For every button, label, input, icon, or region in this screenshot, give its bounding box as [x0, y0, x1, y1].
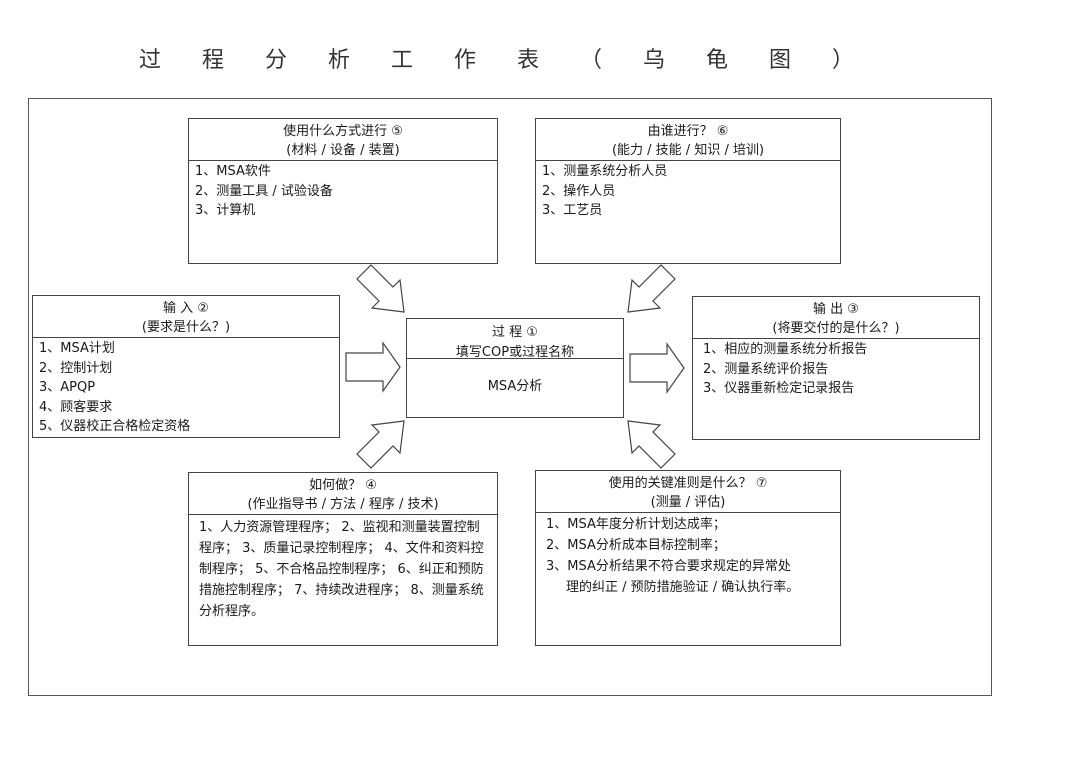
page-title: 过 程 分 析 工 作 表 （ 乌 龟 图 ） [139, 48, 871, 73]
criteria-heading: 使用的关键准则是什么？ ⑦ [608, 476, 768, 491]
who-heading: 由谁进行？ ⑥ [647, 124, 729, 139]
who-box: 由谁进行？ ⑥ (能力 / 技能 / 知识 / 培训) 1、测量系统分析人员 2… [535, 118, 841, 264]
list-item: 5、仪器校正合格检定资格 [39, 419, 191, 434]
method-box: 使用什么方式进行 ⑤ (材料 / 设备 / 装置) 1、MSA软件 2、测量工具… [188, 118, 498, 264]
process-header: 过 程 ① 填写COP或过程名称 [407, 319, 623, 360]
list-item: 3、APQP [39, 380, 96, 395]
how-header: 如何做？ ④ (作业指导书 / 方法 / 程序 / 技术) [189, 473, 497, 515]
criteria-subheading: (测量 / 评估) [650, 495, 726, 510]
list-item: 2、操作人员 [542, 183, 616, 199]
how-text: 1、人力资源管理程序； 2、监视和测量装置控制程序； 3、质量记录控制程序； 4… [199, 520, 484, 619]
process-name: MSA分析 [487, 379, 543, 394]
output-subheading: (将要交付的是什么？) [772, 321, 900, 336]
input-box: 输 入 ② (要求是什么？) 1、MSA计划 2、控制计划 3、APQP 4、顾… [32, 295, 340, 438]
list-item: 1、MSA软件 [195, 164, 271, 179]
criteria-list: 1、MSA年度分析计划达成率； 2、MSA分析成本目标控制率； 3、MSA分析结… [536, 513, 840, 598]
list-item: 1、MSA年度分析计划达成率； [546, 517, 726, 532]
list-item: 1、MSA计划 [39, 341, 115, 356]
list-item: 4、顾客要求 [39, 399, 113, 415]
output-heading: 输 出 ③ [813, 302, 859, 317]
process-box: 过 程 ① 填写COP或过程名称 MSA分析 [406, 318, 624, 418]
list-item: 2、测量系统评价报告 [703, 361, 829, 377]
list-item: 2、MSA分析成本目标控制率； [546, 538, 726, 553]
input-header: 输 入 ② (要求是什么？) [33, 296, 339, 338]
criteria-header: 使用的关键准则是什么？ ⑦ (测量 / 评估) [536, 471, 840, 513]
output-box: 输 出 ③ (将要交付的是什么？) 1、相应的测量系统分析报告 2、测量系统评价… [692, 296, 980, 440]
how-subheading: (作业指导书 / 方法 / 程序 / 技术) [247, 497, 439, 512]
list-item: 3、仪器重新检定记录报告 [703, 381, 855, 396]
how-heading: 如何做？ ④ [309, 478, 377, 493]
input-heading: 输 入 ② [163, 301, 209, 316]
method-subheading: (材料 / 设备 / 装置) [286, 143, 400, 158]
list-item: 3、计算机 [195, 203, 256, 218]
process-heading: 过 程 ① [492, 325, 538, 340]
criteria-box: 使用的关键准则是什么？ ⑦ (测量 / 评估) 1、MSA年度分析计划达成率； … [535, 470, 841, 646]
list-item: 1、相应的测量系统分析报告 [703, 342, 868, 357]
process-subheading: 填写COP或过程名称 [455, 345, 575, 360]
list-item: 理的纠正 / 预防措施验证 / 确认执行率。 [566, 580, 800, 595]
list-item: 2、测量工具 / 试验设备 [195, 183, 333, 199]
diagram-frame [28, 98, 992, 696]
list-item: 3、MSA分析结果不符合要求规定的异常处 [546, 559, 791, 574]
who-header: 由谁进行？ ⑥ (能力 / 技能 / 知识 / 培训) [536, 119, 840, 161]
output-header: 输 出 ③ (将要交付的是什么？) [693, 297, 979, 339]
output-list: 1、相应的测量系统分析报告 2、测量系统评价报告 3、仪器重新检定记录报告 [693, 339, 979, 399]
list-item: 2、控制计划 [39, 360, 113, 376]
input-subheading: (要求是什么？) [141, 320, 231, 335]
method-heading: 使用什么方式进行 ⑤ [283, 124, 403, 139]
who-subheading: (能力 / 技能 / 知识 / 培训) [611, 143, 765, 158]
method-header: 使用什么方式进行 ⑤ (材料 / 设备 / 装置) [189, 119, 497, 161]
method-list: 1、MSA软件 2、测量工具 / 试验设备 3、计算机 [189, 161, 497, 221]
list-item: 3、工艺员 [542, 203, 603, 218]
who-list: 1、测量系统分析人员 2、操作人员 3、工艺员 [536, 161, 840, 221]
list-item: 1、测量系统分析人员 [542, 164, 668, 179]
how-box: 如何做？ ④ (作业指导书 / 方法 / 程序 / 技术) 1、人力资源管理程序… [188, 472, 498, 646]
input-list: 1、MSA计划 2、控制计划 3、APQP 4、顾客要求 5、仪器校正合格检定资… [33, 338, 339, 437]
